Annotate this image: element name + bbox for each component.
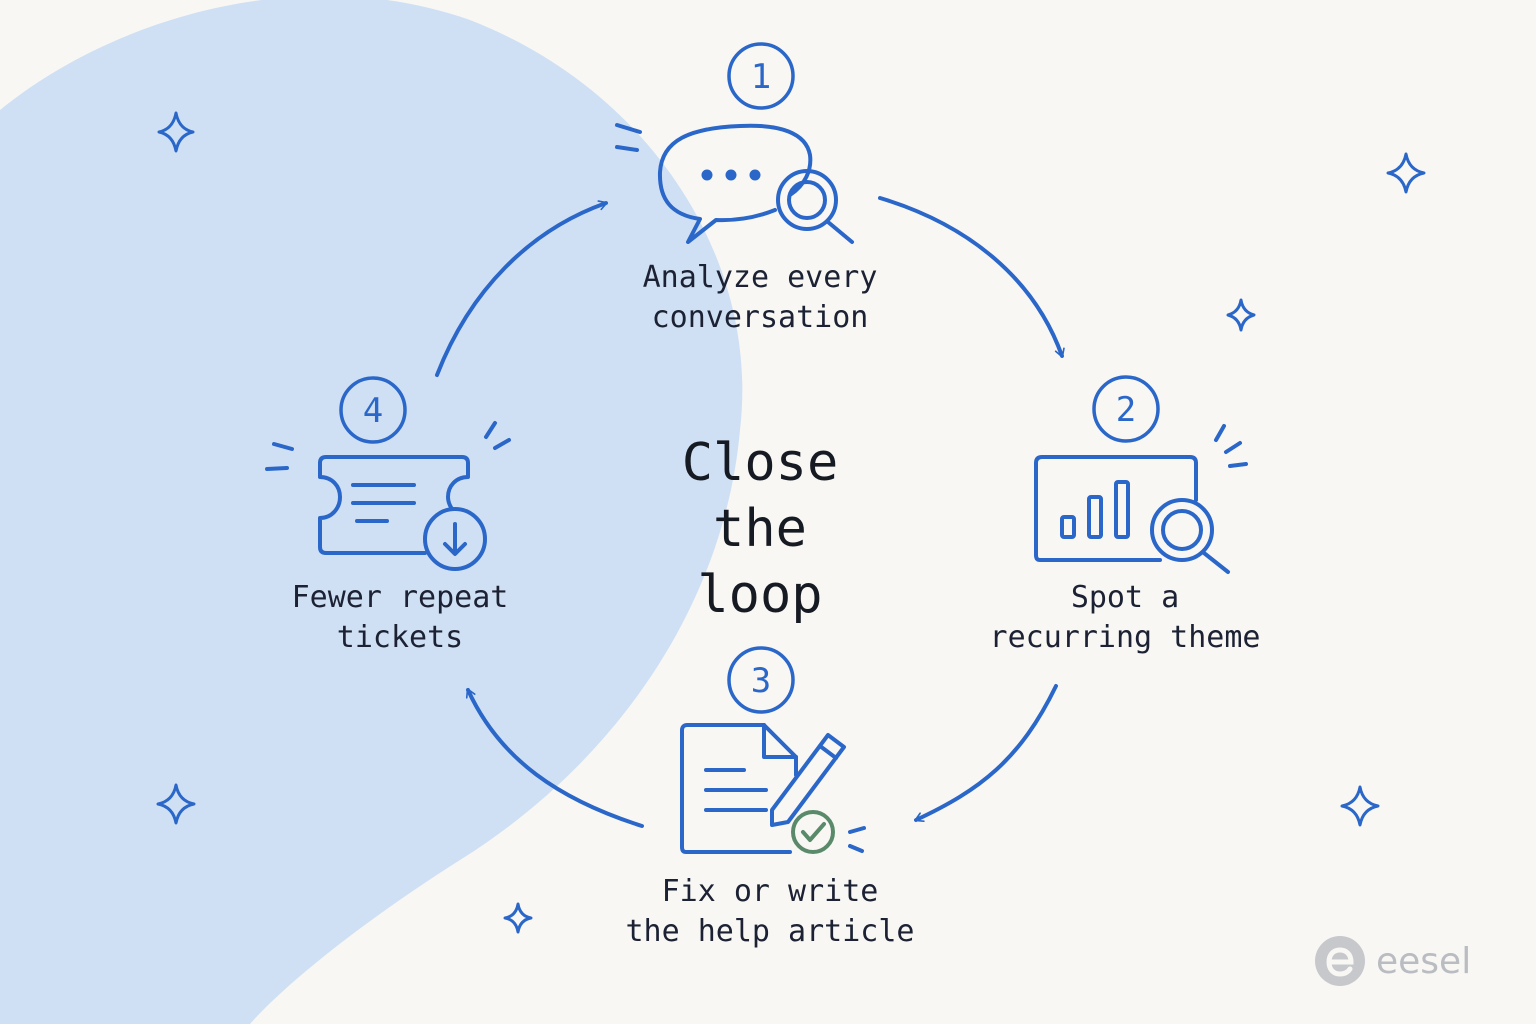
step-2-label: Spot a recurring theme bbox=[960, 578, 1290, 658]
step-number: 1 bbox=[751, 57, 771, 97]
arrow-step1-to-step2 bbox=[878, 196, 1065, 358]
sparkle-icon bbox=[157, 111, 195, 153]
step-number-circle bbox=[727, 646, 795, 714]
check-icon bbox=[791, 810, 835, 854]
sparkle-icon bbox=[503, 902, 533, 934]
step-3: 3 bbox=[680, 646, 866, 854]
step-4-label-line1: Fewer repeat bbox=[291, 580, 509, 615]
chart-search-icon bbox=[1034, 424, 1248, 574]
step-2: 2 bbox=[1034, 375, 1248, 574]
center-title: Close the loop bbox=[640, 430, 880, 628]
step-number-circle bbox=[727, 42, 795, 110]
document-pencil-icon bbox=[680, 723, 866, 854]
step-number: 4 bbox=[363, 391, 383, 431]
background-blob bbox=[0, 0, 743, 1024]
step-1-label-line2: conversation bbox=[651, 300, 869, 335]
step-number: 2 bbox=[1116, 390, 1136, 430]
sparkle-icon bbox=[1340, 785, 1380, 827]
step-3-label-line2: the help article bbox=[625, 914, 915, 949]
eesel-logo-icon bbox=[1315, 936, 1365, 986]
arrow-step4-to-step1 bbox=[435, 200, 608, 377]
brand-logo: eesel bbox=[1314, 935, 1471, 987]
step-3-label-line1: Fix or write bbox=[661, 874, 879, 909]
brand-name: eesel bbox=[1376, 940, 1472, 982]
step-1-label: Analyze every conversation bbox=[580, 258, 940, 338]
arrow-step2-to-step3 bbox=[914, 684, 1058, 823]
step-1-label-line1: Analyze every bbox=[642, 260, 878, 295]
step-4-label: Fewer repeat tickets bbox=[250, 578, 550, 658]
step-1: 1 bbox=[615, 42, 854, 244]
sparkle-icon bbox=[156, 783, 196, 825]
step-number: 3 bbox=[751, 661, 771, 701]
step-2-label-line2: recurring theme bbox=[989, 620, 1261, 655]
step-number-circle bbox=[1092, 375, 1160, 443]
step-3-label: Fix or write the help article bbox=[590, 872, 950, 952]
step-4-label-line2: tickets bbox=[336, 620, 464, 655]
step-4: 4 bbox=[265, 376, 511, 571]
center-title-line2: the loop bbox=[697, 499, 823, 625]
arrow-step3-to-step4 bbox=[465, 688, 644, 828]
ticket-download-icon bbox=[265, 421, 511, 571]
step-2-label-line1: Spot a bbox=[1070, 580, 1180, 615]
check-mark bbox=[801, 822, 826, 842]
sparkle-icon bbox=[1226, 298, 1256, 332]
chat-search-icon bbox=[615, 123, 854, 244]
step-number-circle bbox=[339, 376, 407, 444]
sparkle-icon bbox=[1386, 152, 1426, 194]
center-title-line1: Close bbox=[681, 433, 839, 493]
